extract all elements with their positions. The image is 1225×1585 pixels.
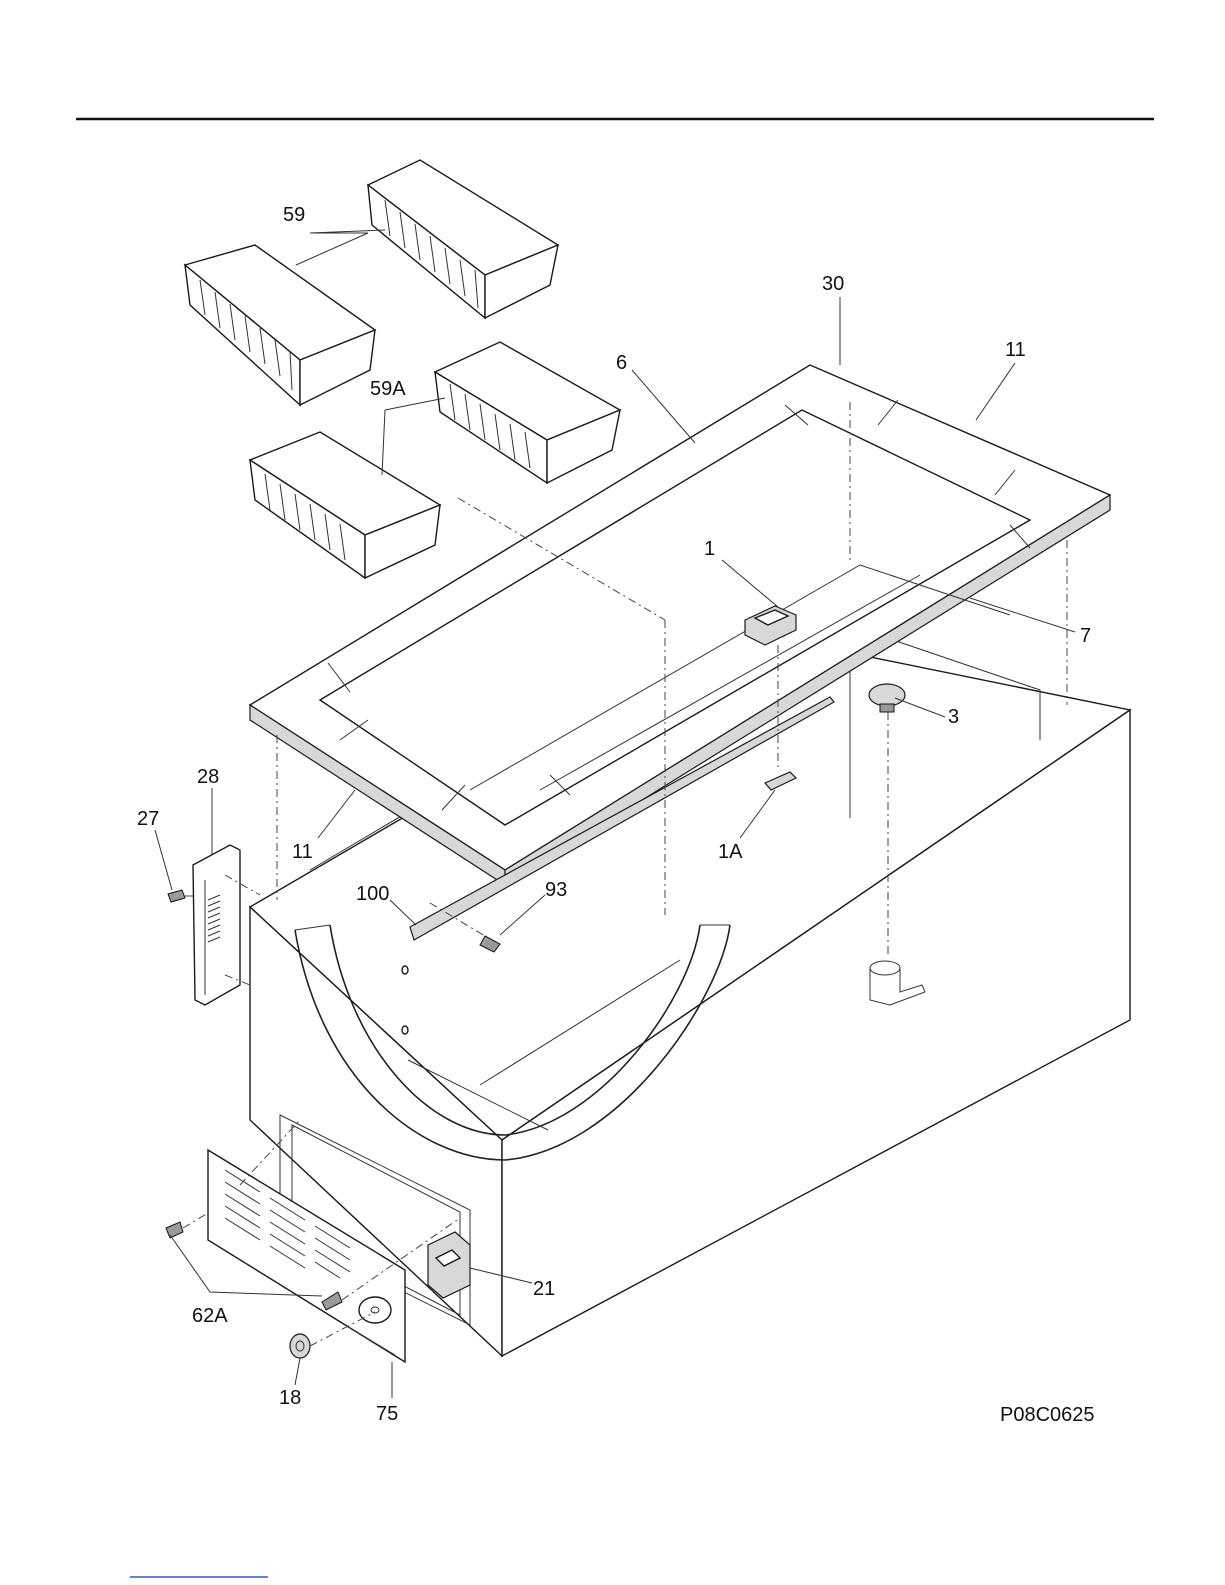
drawing-code: P08C0625 xyxy=(1000,1404,1095,1426)
callout-6: 6 xyxy=(616,352,627,374)
basket-59A-right xyxy=(435,342,620,483)
hinge-28 xyxy=(193,845,240,1005)
callout-59a: 59A xyxy=(370,378,406,400)
callout-75: 75 xyxy=(376,1403,398,1425)
callout-11-bottom: 11 xyxy=(292,841,313,863)
basket-59-left xyxy=(185,245,375,405)
callout-1a: 1A xyxy=(718,841,743,863)
relay-21 xyxy=(428,1232,470,1298)
plug-18 xyxy=(290,1334,310,1358)
callout-30: 30 xyxy=(822,273,844,295)
callout-18: 18 xyxy=(279,1387,301,1409)
callout-28: 28 xyxy=(197,766,219,788)
callout-27: 27 xyxy=(137,808,159,830)
basket-59-right xyxy=(368,160,558,318)
callout-62a: 62A xyxy=(192,1305,228,1327)
callout-11-top: 11 xyxy=(1005,339,1026,361)
screw-27 xyxy=(168,890,185,902)
callout-59: 59 xyxy=(283,204,305,226)
callout-1: 1 xyxy=(704,538,715,560)
callout-93: 93 xyxy=(545,879,567,901)
callout-7: 7 xyxy=(1080,625,1091,647)
basket-59A-left xyxy=(250,432,440,578)
callout-3: 3 xyxy=(948,706,959,728)
callout-100: 100 xyxy=(356,883,389,905)
callout-21: 21 xyxy=(533,1278,555,1300)
